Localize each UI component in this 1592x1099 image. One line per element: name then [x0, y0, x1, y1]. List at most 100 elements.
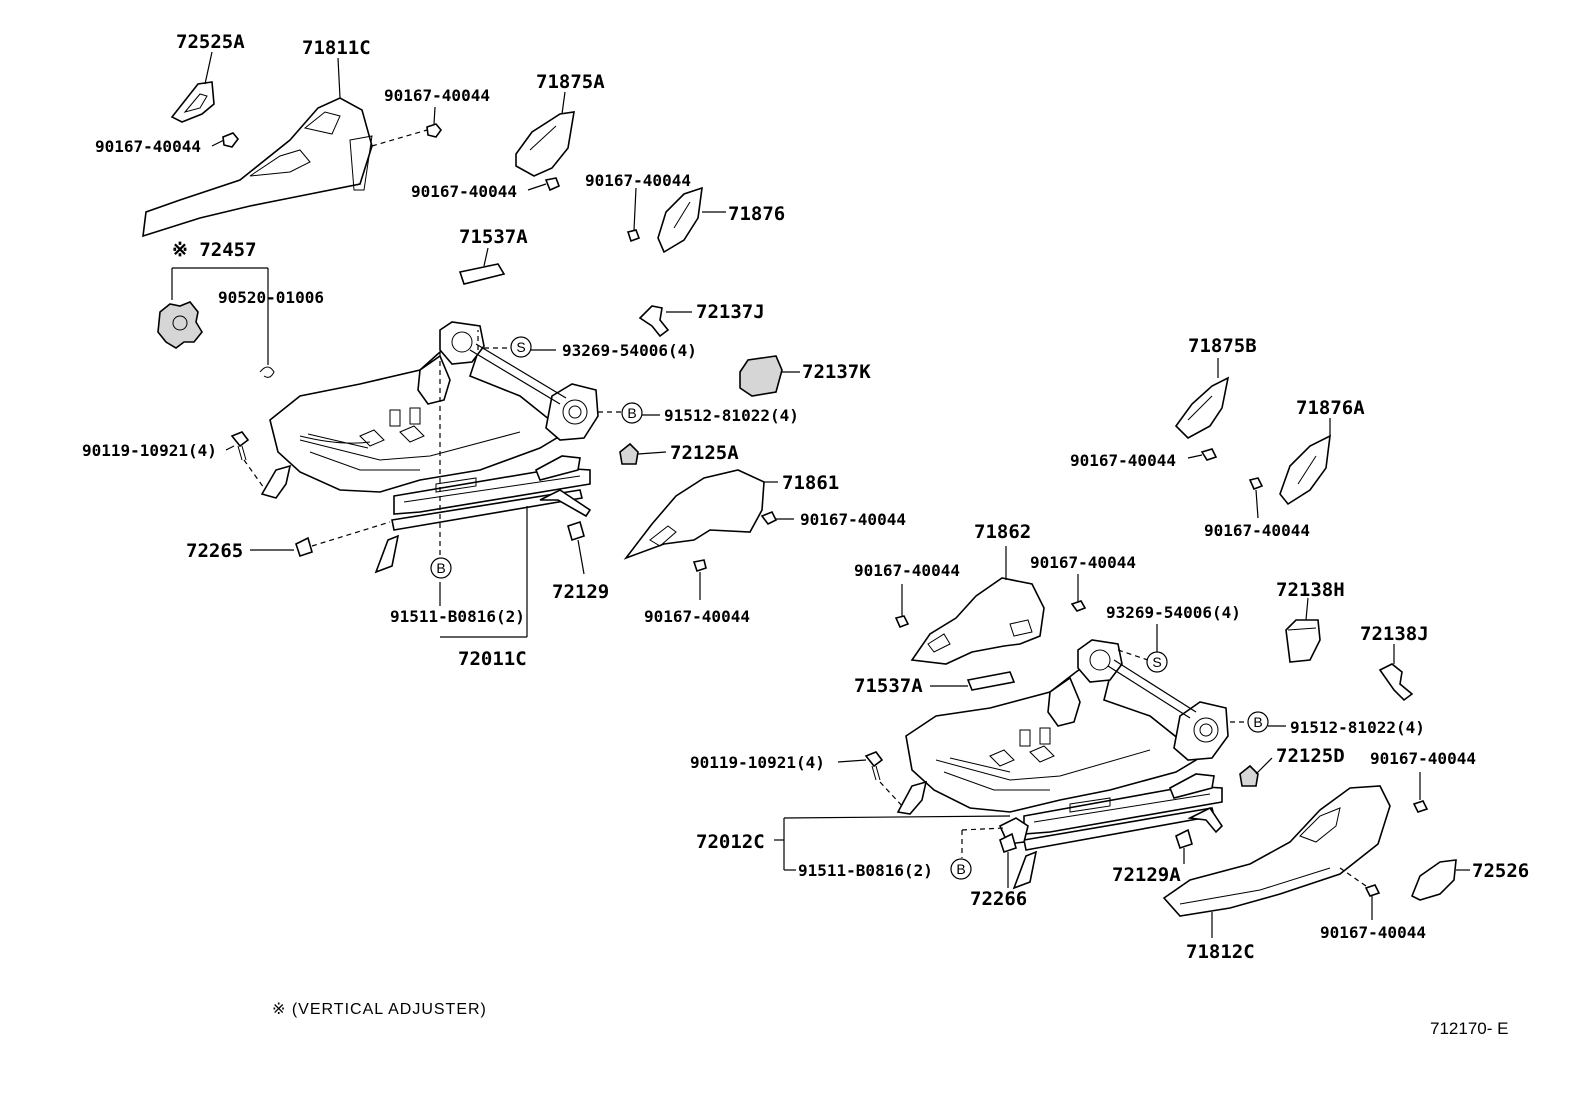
label-71537A-1: 71537A: [459, 226, 528, 248]
bolt-b4-illustration: [626, 187, 641, 243]
part-71876-illustration: [657, 186, 726, 254]
label-72457: ※ 72457: [172, 239, 257, 261]
marker-s-2: S: [1117, 624, 1168, 673]
part-71812C-illustration: [1162, 785, 1391, 938]
label-71876: 71876: [728, 203, 785, 225]
label-b11: 90167-40044: [1370, 749, 1476, 768]
part-72129A-illustration: [1175, 828, 1193, 864]
bolt-b9-illustration: [894, 584, 910, 629]
part-72265-illustration: [250, 521, 391, 558]
bolt-b12-illustration: [1339, 867, 1381, 920]
label-91511-1: 91511-B0816(2): [390, 607, 525, 626]
part-71537A-1-illustration: [458, 247, 506, 285]
part-72011C-illustration: [260, 321, 599, 638]
part-71875B-illustration: [1174, 358, 1230, 439]
label-90520: 90520-01006: [218, 288, 324, 307]
bolt-b6-illustration: [692, 559, 707, 600]
label-b1: 90167-40044: [95, 137, 201, 156]
label-72129: 72129: [552, 581, 609, 603]
svg-text:B: B: [436, 560, 445, 576]
label-71812C: 71812C: [1186, 941, 1255, 963]
bolt-b10-illustration: [1070, 574, 1087, 612]
svg-text:B: B: [956, 861, 965, 877]
part-71861-illustration: [623, 469, 778, 560]
label-91511-2: 91511-B0816(2): [798, 861, 933, 880]
label-b10: 90167-40044: [1030, 553, 1136, 572]
label-72265: 72265: [186, 540, 243, 562]
bolt-90119-2-illustration: [837, 751, 905, 809]
label-72525A: 72525A: [176, 31, 245, 53]
part-71875A-illustration: [515, 91, 575, 177]
label-71537A-2: 71537A: [854, 675, 923, 697]
label-71811C: 71811C: [302, 37, 371, 59]
label-72125D: 72125D: [1276, 745, 1345, 767]
part-72125D-illustration: [1239, 757, 1273, 787]
part-72266-illustration: [999, 832, 1017, 888]
label-93269-1: 93269-54006(4): [562, 341, 697, 360]
part-72137J-illustration: [638, 305, 692, 338]
label-93269-2: 93269-54006(4): [1106, 603, 1241, 622]
marker-b-3: B: [1230, 711, 1286, 733]
bolt-b5-illustration: [760, 510, 794, 526]
label-b6: 90167-40044: [644, 607, 750, 626]
label-b8: 90167-40044: [1204, 521, 1310, 540]
label-71861: 71861: [782, 472, 839, 494]
label-b5: 90167-40044: [800, 510, 906, 529]
marker-s-1: S: [484, 336, 556, 358]
label-91512-2: 91512-81022(4): [1290, 718, 1425, 737]
marker-b-2: B: [430, 557, 452, 579]
bolt-b8-illustration: [1248, 477, 1264, 519]
label-72266: 72266: [970, 888, 1027, 910]
label-72011C: 72011C: [458, 648, 527, 670]
label-71862: 71862: [974, 521, 1031, 543]
label-b2: 90167-40044: [384, 86, 490, 105]
svg-text:S: S: [1152, 654, 1161, 670]
part-72129-illustration: [567, 520, 585, 575]
label-b12: 90167-40044: [1320, 923, 1426, 942]
label-71876A: 71876A: [1296, 397, 1365, 419]
part-71876A-illustration: [1279, 418, 1331, 506]
part-72125A-illustration: [619, 442, 667, 465]
bolt-90119-1-illustration: [225, 431, 265, 489]
part-72525A-illustration: [170, 51, 215, 123]
label-71875A: 71875A: [536, 71, 605, 93]
svg-text:B: B: [1253, 714, 1262, 730]
label-72526: 72526: [1472, 860, 1529, 882]
label-91512-1: 91512-81022(4): [664, 406, 799, 425]
part-labels: 72525A 71811C 90167-40044 90167-40044 71…: [82, 31, 1529, 963]
label-72012C: 72012C: [696, 831, 765, 853]
label-72137K: 72137K: [802, 361, 871, 383]
label-72138H: 72138H: [1276, 579, 1345, 601]
label-90119-2: 90119-10921(4): [690, 753, 825, 772]
part-72526-illustration: [1410, 859, 1470, 901]
bracket-72012C: [774, 815, 1011, 871]
label-72129A: 72129A: [1112, 864, 1181, 886]
bolt-b3-illustration: [527, 177, 561, 192]
footnote: ※ (VERTICAL ADJUSTER): [272, 1001, 487, 1018]
label-71875B: 71875B: [1188, 335, 1257, 357]
part-71811C-illustration: [142, 57, 373, 238]
label-72137J: 72137J: [696, 301, 765, 323]
label-b7: 90167-40044: [1070, 451, 1176, 470]
marker-b-1: B: [598, 402, 660, 424]
label-72138J: 72138J: [1360, 623, 1429, 645]
bolt-b7-illustration: [1187, 448, 1218, 461]
label-b3: 90167-40044: [411, 182, 517, 201]
part-71537A-2-illustration: [930, 671, 1016, 691]
marker-b-4: B: [950, 827, 1005, 880]
part-72138H-illustration: [1285, 597, 1321, 663]
label-72125A: 72125A: [670, 442, 739, 464]
part-72457-illustration: [157, 267, 275, 378]
bolt-b11-illustration: [1412, 772, 1429, 813]
label-90119-1: 90119-10921(4): [82, 441, 217, 460]
bolt-b2-illustration: [371, 106, 443, 147]
svg-text:B: B: [627, 405, 636, 421]
svg-text:S: S: [516, 339, 525, 355]
diagram-code: 712170- E: [1430, 1019, 1508, 1038]
bolt-b1-illustration: [211, 132, 240, 148]
label-b4: 90167-40044: [585, 171, 691, 190]
part-72138J-illustration: [1378, 644, 1414, 702]
part-71862-illustration: [910, 546, 1045, 665]
part-72137K-illustration: [739, 355, 800, 397]
